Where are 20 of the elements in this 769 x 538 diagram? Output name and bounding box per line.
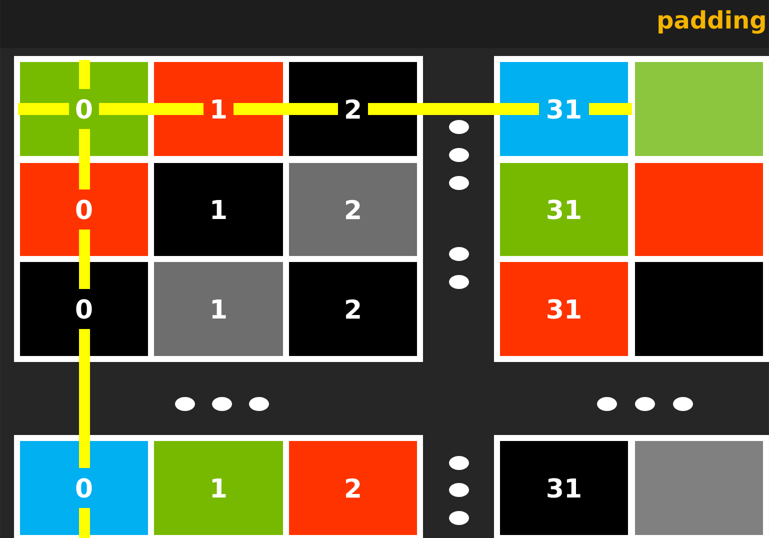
bank-cell: 0 xyxy=(20,163,148,256)
bank-cell: 2 xyxy=(289,62,417,156)
bank-cell: 31 xyxy=(500,62,628,156)
bank-cell: 2 xyxy=(289,440,417,535)
bank-cell: 31 xyxy=(500,440,628,535)
bank-cell: 0 xyxy=(20,262,148,356)
bank-cell: 31 xyxy=(500,262,628,356)
padding-cell xyxy=(635,62,763,156)
padding-cell xyxy=(635,440,763,535)
bank-cell: 31 xyxy=(500,163,628,256)
bank-cell: 1 xyxy=(154,163,283,256)
padding-label: padding xyxy=(658,10,765,34)
bank-cell: 2 xyxy=(289,262,417,356)
bank-cell: 1 xyxy=(154,62,283,156)
padding-cell xyxy=(635,163,763,256)
bank-cell: 1 xyxy=(154,262,283,356)
bank-cell: 0 xyxy=(20,440,148,535)
bank-cell: 1 xyxy=(154,440,283,535)
bank-cell: 2 xyxy=(289,163,417,256)
padding-cell xyxy=(635,262,763,356)
